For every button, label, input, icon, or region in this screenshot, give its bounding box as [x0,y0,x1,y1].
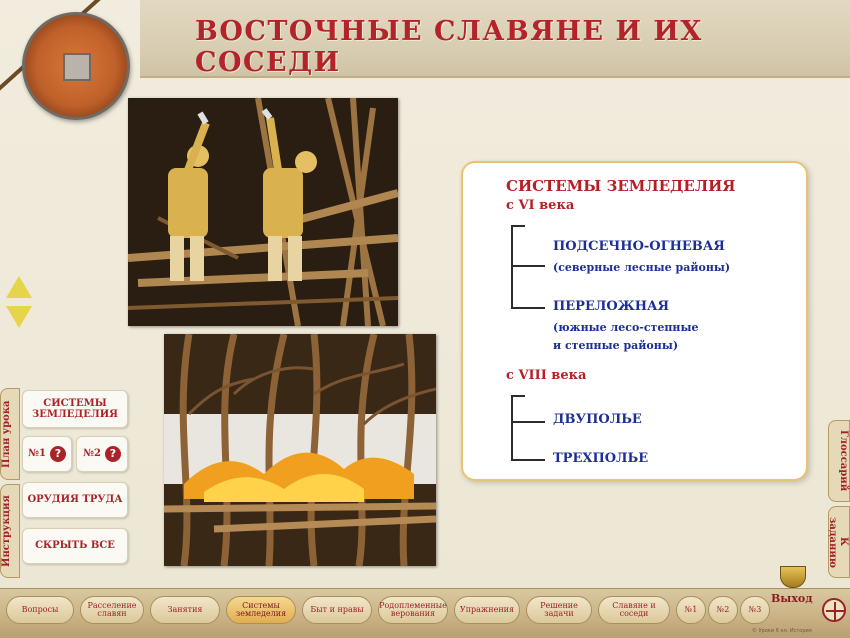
tree-line [511,395,513,461]
item-fallow-note-1: (южные лесо-степные [553,321,699,334]
compass-icon[interactable] [822,598,846,622]
item-fallow: ПЕРЕЛОЖНАЯ [553,299,670,314]
card-heading: СИСТЕМЫ ЗЕМЛЕДЕЛИЯ [506,177,736,195]
shield-boss-icon [63,53,91,81]
nav-button-task3[interactable]: №3 [740,596,770,624]
tree-branch [511,307,545,309]
task1-label: №1 [28,448,46,460]
right-tabs: Глоссарий К заданию [827,420,850,580]
left-tabs: План урока Инструкция [0,388,20,578]
tree-branch [511,421,545,423]
nav-button-task2[interactable]: №2 [708,596,738,624]
period-label-viii: с VIII века [506,368,587,383]
illustration-tree-felling [128,98,398,326]
item-three-field: ТРЕХПОЛЬЕ [553,451,649,466]
tree-branch [511,265,545,267]
tree-line [511,225,513,309]
item-fallow-note-2: и степные районы) [553,339,679,352]
tools-button[interactable]: ОРУДИЯ ТРУДА [22,482,128,518]
task2-button[interactable]: №2 ? [76,436,128,472]
item-slash-and-burn-note: (северные лесные районы) [553,261,731,274]
nav-button-active[interactable]: Системы земледелия [226,596,296,624]
nav-button[interactable]: Славяне и соседи [598,596,670,624]
period-label-vi: с VI века [506,198,575,213]
nav-button[interactable]: Расселение славян [80,596,144,624]
shield-logo [22,12,130,120]
tree-branch [511,225,525,227]
tree-branch [511,395,525,397]
footer-note: © Уроки 6 кл. История [752,628,812,634]
header-band [140,0,850,78]
tab-glossary[interactable]: Глоссарий [828,420,850,502]
question-icon: ? [49,446,66,462]
item-two-field: ДВУПОЛЬЕ [553,412,642,427]
tree-branch [511,459,545,461]
task1-button[interactable]: №1 ? [22,436,72,472]
scroll-down-arrow-icon[interactable] [6,306,32,328]
nav-button[interactable]: Родоплеменные верования [378,596,448,624]
burning-forest-art [164,334,436,566]
scroll-up-arrow-icon[interactable] [6,276,32,298]
exit-button[interactable]: Выход [771,592,813,605]
nav-button[interactable]: Занятия [150,596,220,624]
tab-instructions[interactable]: Инструкция [0,484,20,578]
question-icon: ? [104,446,121,462]
page-title: ВОСТОЧНЫЕ СЛАВЯНЕ И ИХ СОСЕДИ [195,16,703,78]
nav-button[interactable]: Упражнения [454,596,520,624]
farming-systems-card: СИСТЕМЫ ЗЕМЛЕДЕЛИЯ с VI века ПОДСЕЧНО-ОГ… [461,161,808,481]
task2-label: №2 [83,448,101,460]
tab-tasks[interactable]: К заданию [827,506,850,578]
nav-button[interactable]: Решение задачи [526,596,592,624]
tab-lesson-plan[interactable]: План урока [0,388,20,480]
goblet-icon [780,566,806,588]
illustration-burning-forest [164,334,436,566]
hide-all-button[interactable]: СКРЫТЬ ВСЕ [22,528,128,564]
nav-button-task1[interactable]: №1 [676,596,706,624]
systems-button[interactable]: СИСТЕМЫ ЗЕМЛЕДЕЛИЯ [22,390,128,428]
tree-felling-art [128,98,398,326]
item-slash-and-burn: ПОДСЕЧНО-ОГНЕВАЯ [553,239,725,254]
nav-button[interactable]: Вопросы [6,596,74,624]
nav-button[interactable]: Быт и нравы [302,596,372,624]
